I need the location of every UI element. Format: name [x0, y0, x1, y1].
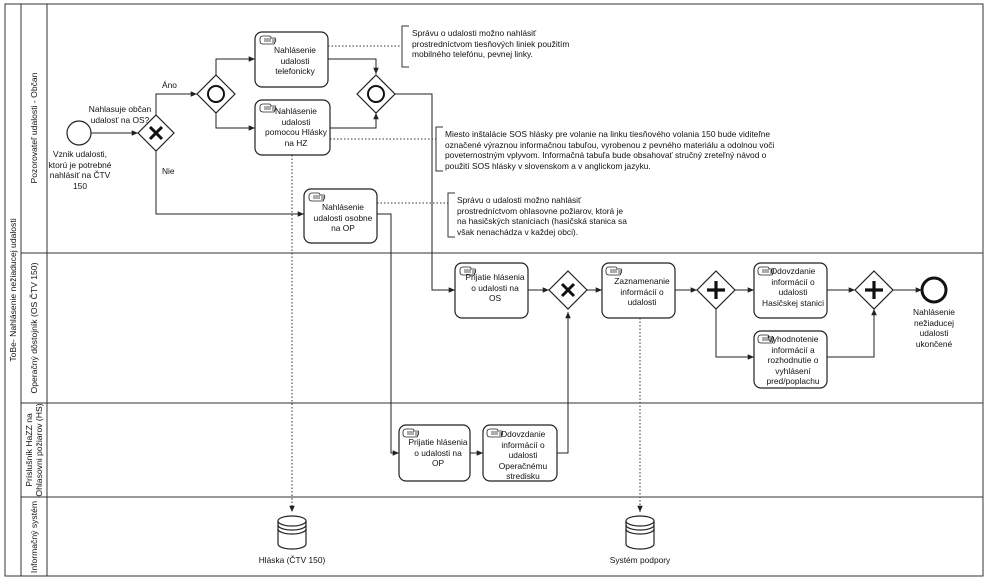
- task-zaznamenanie[interactable]: [601, 262, 676, 319]
- manual-task-icons: [259, 35, 775, 438]
- task-vyhodnotenie[interactable]: [753, 330, 828, 389]
- no-label: Nie: [162, 166, 175, 176]
- hand-icon: [757, 334, 775, 344]
- task-label-odovzdanie-operacnemu: Odovzdanie informácií o udalosti Operačn…: [498, 429, 548, 481]
- task-odovzdanie-hasicskej[interactable]: [753, 262, 828, 319]
- data-store-hlaska-label: Hláska (ČTV 150): [258, 555, 326, 565]
- flow-no: [155, 151, 304, 217]
- flow-and-to-vyhodnotenie: [715, 309, 754, 360]
- task-label-prijatie-op: Prijatie hlásenia o udalosti na OP: [408, 437, 468, 468]
- task-nahlasenie-telefonicky[interactable]: [254, 31, 329, 88]
- flow-split-to-hlasky: [215, 113, 255, 131]
- circle-marker-icon: [367, 85, 385, 103]
- task-label-odovzdanie-hasicskej: Odovzdanie informácií o udalosti Hasičsk…: [762, 266, 824, 308]
- flow-split-to-telefonicky: [215, 56, 255, 75]
- bracket-osobne: [447, 192, 455, 238]
- flow-telefonicky-to-merge: [328, 58, 379, 74]
- exclusive-merge-gateway[interactable]: [548, 270, 588, 310]
- end-event-label: Nahlásenie nežiaducej udalosti ukončené: [913, 307, 955, 349]
- decision-gateway[interactable]: [137, 114, 175, 152]
- x-marker-icon: [148, 125, 164, 141]
- lane-title-operacny: Operačný dôstojník (OS ČTV 150): [29, 262, 39, 394]
- bracket-telefonicky: [401, 25, 409, 68]
- hand-icon: [308, 192, 326, 202]
- task-label-prijatie-os: Prijatie hlásenia o udalosti na OS: [465, 272, 525, 303]
- annotation-osobne: Správu o udalosti možno nahlásiť prostre…: [457, 195, 627, 237]
- annotation-brackets: [401, 25, 455, 238]
- hand-icon: [259, 35, 277, 45]
- flow-merge-to-prijatie-os: [395, 93, 455, 293]
- flow-hlasky-to-merge: [330, 113, 379, 129]
- inclusive-split-gateway[interactable]: [196, 74, 236, 114]
- hand-icon: [605, 266, 623, 276]
- flow-odovzdanie-op-to-xor: [557, 312, 571, 454]
- task-nahlasenie-osobne[interactable]: [303, 188, 378, 244]
- hand-icon: [459, 266, 477, 276]
- flow-osobne-to-prijatie-op: [377, 213, 399, 456]
- flow-yes: [155, 91, 197, 115]
- lane-title-prislusnik-line1: Príslušník HaZZ na: [24, 413, 34, 487]
- task-prijatie-os[interactable]: [454, 262, 529, 319]
- data-store-system-label: Systém podpory: [609, 555, 671, 565]
- task-label-zaznamenanie: Zaznamenanie informácií o udalosti: [614, 276, 670, 307]
- annotation-hlasky: Miesto inštalácie SOS hlásky pre volanie…: [445, 129, 775, 171]
- plus-marker-icon: [707, 281, 725, 299]
- hand-icon: [402, 428, 420, 438]
- parallel-join-gateway[interactable]: [854, 270, 894, 310]
- hand-icon: [757, 266, 775, 276]
- flow-vyhodnotenie-to-join: [827, 309, 877, 358]
- hand-icon: [259, 103, 277, 113]
- parallel-split-gateway[interactable]: [696, 270, 736, 310]
- task-prijatie-op[interactable]: [398, 424, 471, 482]
- inclusive-merge-gateway[interactable]: [356, 74, 396, 114]
- lane-title-prislusnik-line2: Ohlasovni požiarov (HS): [34, 403, 44, 497]
- x-marker-icon: [560, 282, 576, 298]
- task-label-osobne: Nahlásenie udalosti osobne na OP: [313, 202, 373, 233]
- lane-title-informacny: Informačný systém: [29, 500, 39, 574]
- sequence-flows: [91, 56, 922, 456]
- data-store-system[interactable]: [625, 515, 655, 550]
- task-label-hlasky: Nahlásenie udalosti pomocou Hlásky na HZ: [265, 106, 327, 148]
- bracket-hlasky: [435, 126, 443, 172]
- pool: [4, 3, 984, 577]
- task-label-telefonicky: Nahlásenie udalosti telefonicky: [274, 45, 316, 76]
- lane-title-prislusnik: Príslušník HaZZ na Ohlasovni požiarov (H…: [24, 403, 44, 496]
- decision-question-label: Nahlasuje občan udalosť na OS?: [88, 104, 152, 125]
- data-store-hlaska[interactable]: [277, 515, 307, 550]
- start-event-label: Vznik udalosti, ktorú je potrebné nahlás…: [48, 149, 112, 191]
- lane-title-obcan: Pozorovateľ udalosti - Občan: [29, 72, 39, 184]
- yes-label: Áno: [162, 80, 177, 90]
- task-label-vyhodnotenie: Vyhodnotenie informácií a rozhodnutie o …: [766, 334, 820, 386]
- hand-icon: [486, 428, 504, 438]
- associations: [289, 45, 643, 512]
- end-event[interactable]: [920, 276, 948, 304]
- start-event[interactable]: [66, 120, 92, 146]
- task-boxes: [254, 31, 828, 482]
- plus-marker-icon: [865, 281, 883, 299]
- pool-border: [4, 3, 984, 577]
- task-odovzdanie-operacnemu[interactable]: [482, 424, 558, 482]
- circle-marker-icon: [207, 85, 225, 103]
- pool-title: ToBe- Nahlásenie nežiaducej udalosti: [8, 218, 18, 362]
- task-nahlasenie-hlasky[interactable]: [254, 99, 331, 156]
- annotation-telefonicky: Správu o udalosti možno nahlásiť prostre…: [412, 28, 570, 60]
